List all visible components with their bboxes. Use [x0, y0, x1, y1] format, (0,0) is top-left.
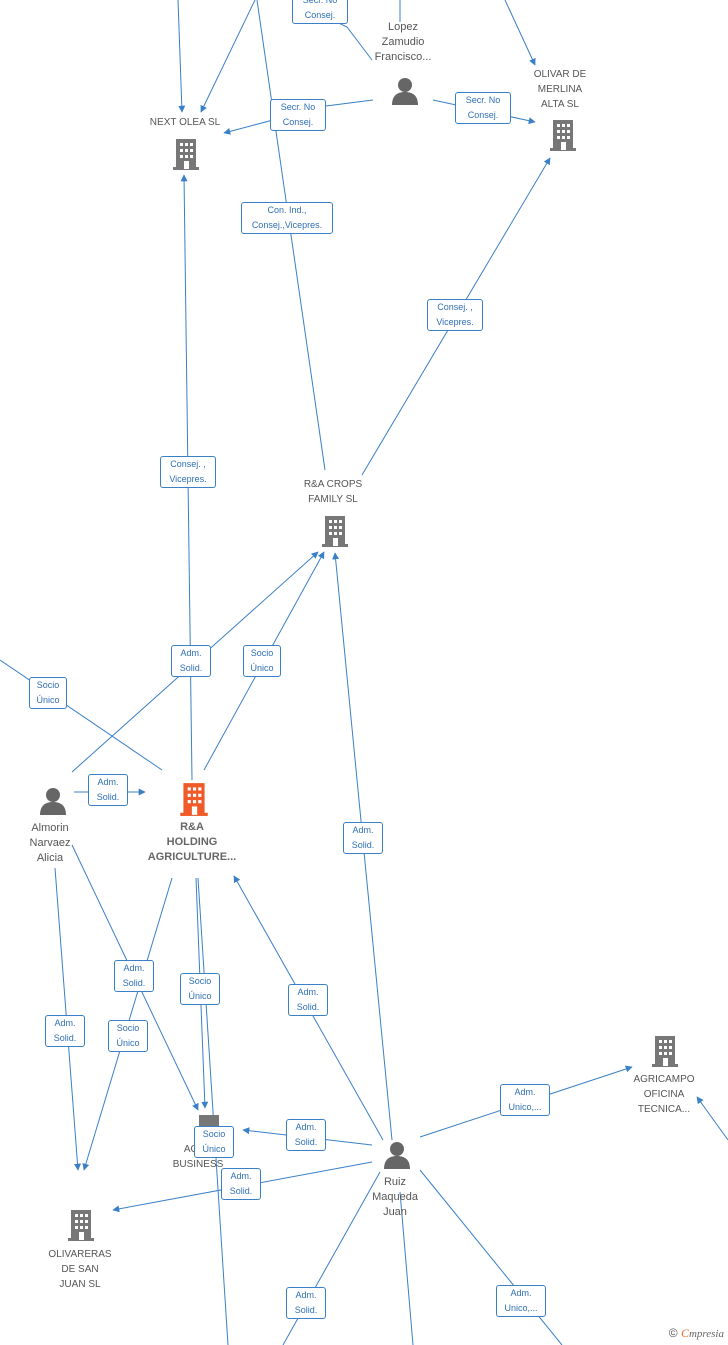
node-label-line: MERLINA	[537, 84, 583, 95]
node-rna-holding[interactable]: R&A HOLDING AGRICULTURE...	[148, 820, 236, 865]
role-label[interactable]: Consej. ,Vicepres.	[160, 456, 216, 488]
node-rna-crops[interactable]: R&A CROPS FAMILY SL	[304, 477, 362, 507]
node-label-line: AGRICULTURE...	[147, 851, 237, 863]
node-label-line: OLIVARERAS	[48, 1249, 112, 1260]
role-label[interactable]: Adm.Solid.	[286, 1119, 326, 1151]
empresia-watermark: © Cmpresia	[669, 1326, 724, 1341]
node-label-line: FAMILY SL	[308, 494, 358, 505]
node-ruiz[interactable]: Ruiz Maqueda Juan	[372, 1175, 418, 1220]
node-label-line: Alicia	[36, 852, 64, 864]
node-label-line: BUSINESS	[172, 1159, 224, 1170]
role-label[interactable]: Adm.Solid.	[88, 774, 128, 806]
node-olivareras[interactable]: OLIVARERAS DE SAN JUAN SL	[48, 1247, 111, 1292]
edge	[197, 877, 229, 1345]
node-lopez[interactable]: Lopez Zamudio Francisco...	[375, 20, 432, 65]
brand-name: mpresia	[688, 1328, 724, 1340]
node-label-line: Zamudio	[381, 36, 425, 48]
edge	[282, 1171, 381, 1345]
role-label[interactable]: Adm.Solid.	[286, 1287, 326, 1319]
node-olivar[interactable]: OLIVAR DE MERLINA ALTA SL	[534, 67, 587, 112]
node-almorin[interactable]: Almorin Narvaez Alicia	[30, 821, 71, 866]
role-label[interactable]: Adm.Solid.	[221, 1168, 261, 1200]
role-label[interactable]: Con. Ind.,Consej.,Vicepres.	[241, 202, 333, 234]
person-icon	[384, 1142, 410, 1169]
node-label-line: Almorin	[31, 822, 69, 834]
role-label[interactable]: Adm.Solid.	[171, 645, 211, 677]
node-label-line: Ruiz	[383, 1176, 406, 1188]
node-next-olea[interactable]: NEXT OLEA SL	[150, 115, 220, 130]
edge	[200, 0, 256, 113]
node-label-line: OLIVAR DE	[533, 69, 587, 80]
node-label-line: HOLDING	[166, 836, 218, 848]
node-label-line: OFICINA	[643, 1089, 685, 1100]
node-label-line: DE SAN	[61, 1264, 99, 1275]
building-icon	[652, 1036, 678, 1067]
edge	[223, 99, 374, 135]
role-label[interactable]: Adm.Unico,...	[496, 1285, 546, 1317]
person-icon	[392, 78, 418, 105]
node-label-line: Francisco...	[374, 51, 432, 63]
building-icon	[322, 516, 348, 547]
node-label-line: NEXT OLEA SL	[149, 117, 221, 128]
building-icon	[173, 139, 199, 170]
main-building-icon	[180, 783, 208, 816]
node-label-line: Lopez	[388, 21, 418, 33]
node-label-line: AGRICAMPO	[633, 1074, 695, 1085]
edge	[0, 659, 163, 771]
node-label-line: R&A CROPS	[303, 479, 363, 490]
role-label[interactable]: Adm.Solid.	[114, 960, 154, 992]
edge	[399, 1191, 414, 1345]
node-agricampo[interactable]: AGRICAMPO OFICINA TECNICA...	[633, 1072, 694, 1117]
role-label[interactable]: Adm.Solid.	[288, 984, 328, 1016]
node-label-line: TECNICA...	[637, 1104, 691, 1115]
role-label[interactable]: Consej. ,Vicepres.	[427, 299, 483, 331]
node-label-line: Juan	[383, 1206, 407, 1218]
role-label[interactable]: Adm.Solid.	[45, 1015, 85, 1047]
copyright-symbol: ©	[668, 1326, 678, 1340]
node-label-line: R&A	[180, 821, 204, 833]
edge	[696, 1096, 728, 1141]
edge	[504, 0, 536, 66]
node-label-line: Narvaez	[29, 837, 71, 849]
person-icon	[40, 788, 66, 815]
node-label-line: JUAN SL	[59, 1279, 101, 1290]
edge	[419, 1169, 563, 1345]
edge	[256, 0, 326, 471]
role-label[interactable]: Adm.Unico,...	[500, 1084, 550, 1116]
node-label-line: ALTA SL	[541, 99, 579, 110]
building-icon	[550, 120, 576, 151]
edge	[177, 0, 186, 113]
building-icon	[68, 1210, 94, 1241]
role-label[interactable]: Adm.Solid.	[343, 822, 383, 854]
node-label-line: Maqueda	[372, 1191, 418, 1203]
brand-initial: C	[680, 1326, 689, 1340]
